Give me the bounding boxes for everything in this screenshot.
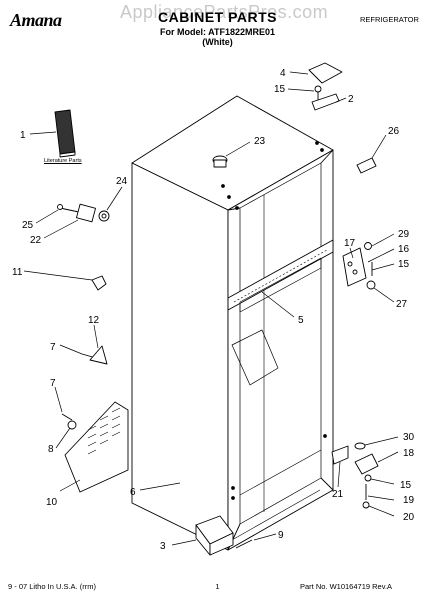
callout-24: 24 (116, 176, 128, 187)
callout-18: 18 (403, 448, 415, 459)
callout-27: 27 (396, 299, 408, 310)
callout-15-middle: 15 (398, 259, 410, 270)
callout-29: 29 (398, 229, 410, 240)
callout-26: 26 (388, 126, 400, 137)
callout-23: 23 (254, 136, 266, 147)
callout-25: 25 (22, 220, 34, 231)
callout-3: 3 (160, 541, 166, 552)
callout-2: 2 (348, 94, 354, 105)
footer-litho: 9 - 07 Litho In U.S.A. (rrm) (8, 582, 96, 591)
color-line: (White) (202, 37, 233, 47)
rear-access-cover (64, 401, 129, 493)
clip-11 (91, 275, 107, 291)
callout-labels: 1 2 3 4 6 7 7 8 9 10 11 12 15 15 15 16 1… (12, 68, 415, 552)
callout-17: 17 (344, 238, 356, 249)
bottom-hinge (331, 442, 379, 509)
center-hinge (342, 242, 376, 290)
callout-15-top: 15 (274, 84, 286, 95)
leveling-assembly (195, 515, 253, 556)
callout-11: 11 (12, 267, 23, 278)
literature-parts-label: Literature Parts (44, 158, 82, 164)
callout-30: 30 (403, 432, 415, 443)
callout-8: 8 (48, 444, 54, 455)
watermark: AppliancePartsPros.com (120, 2, 329, 22)
door-stop-assembly (57, 203, 110, 223)
callout-7-lower: 7 (50, 378, 56, 389)
callout-5: 5 (298, 315, 304, 326)
literature-book (54, 109, 76, 158)
plug-26 (356, 157, 377, 174)
cabinet (131, 95, 334, 551)
callout-16: 16 (398, 244, 410, 255)
callout-6: 6 (130, 487, 136, 498)
clip-12 (89, 345, 108, 365)
footer-part-number: Part No. W10164719 Rev.A (300, 582, 392, 591)
callout-20: 20 (403, 512, 415, 523)
callout-1: 1 (20, 130, 26, 141)
callout-15-bottom: 15 (400, 480, 412, 491)
page-title: CABINET PARTS (157, 9, 278, 25)
model-line: For Model: ATF1822MRE01 (159, 27, 276, 37)
callout-21: 21 (332, 489, 344, 500)
callout-9: 9 (278, 530, 284, 541)
callout-22: 22 (30, 235, 42, 246)
callout-7-upper: 7 (50, 342, 56, 353)
callout-4: 4 (280, 68, 286, 79)
appliance-type: REFRIGERATOR (360, 15, 419, 24)
top-hinge (311, 93, 340, 111)
brand-logo: Amana (10, 10, 62, 30)
hinge-cover (308, 62, 343, 84)
callout-10: 10 (46, 497, 58, 508)
callout-12: 12 (88, 315, 100, 326)
callout-19: 19 (403, 495, 415, 506)
footer-page-number: 1 (215, 582, 220, 591)
